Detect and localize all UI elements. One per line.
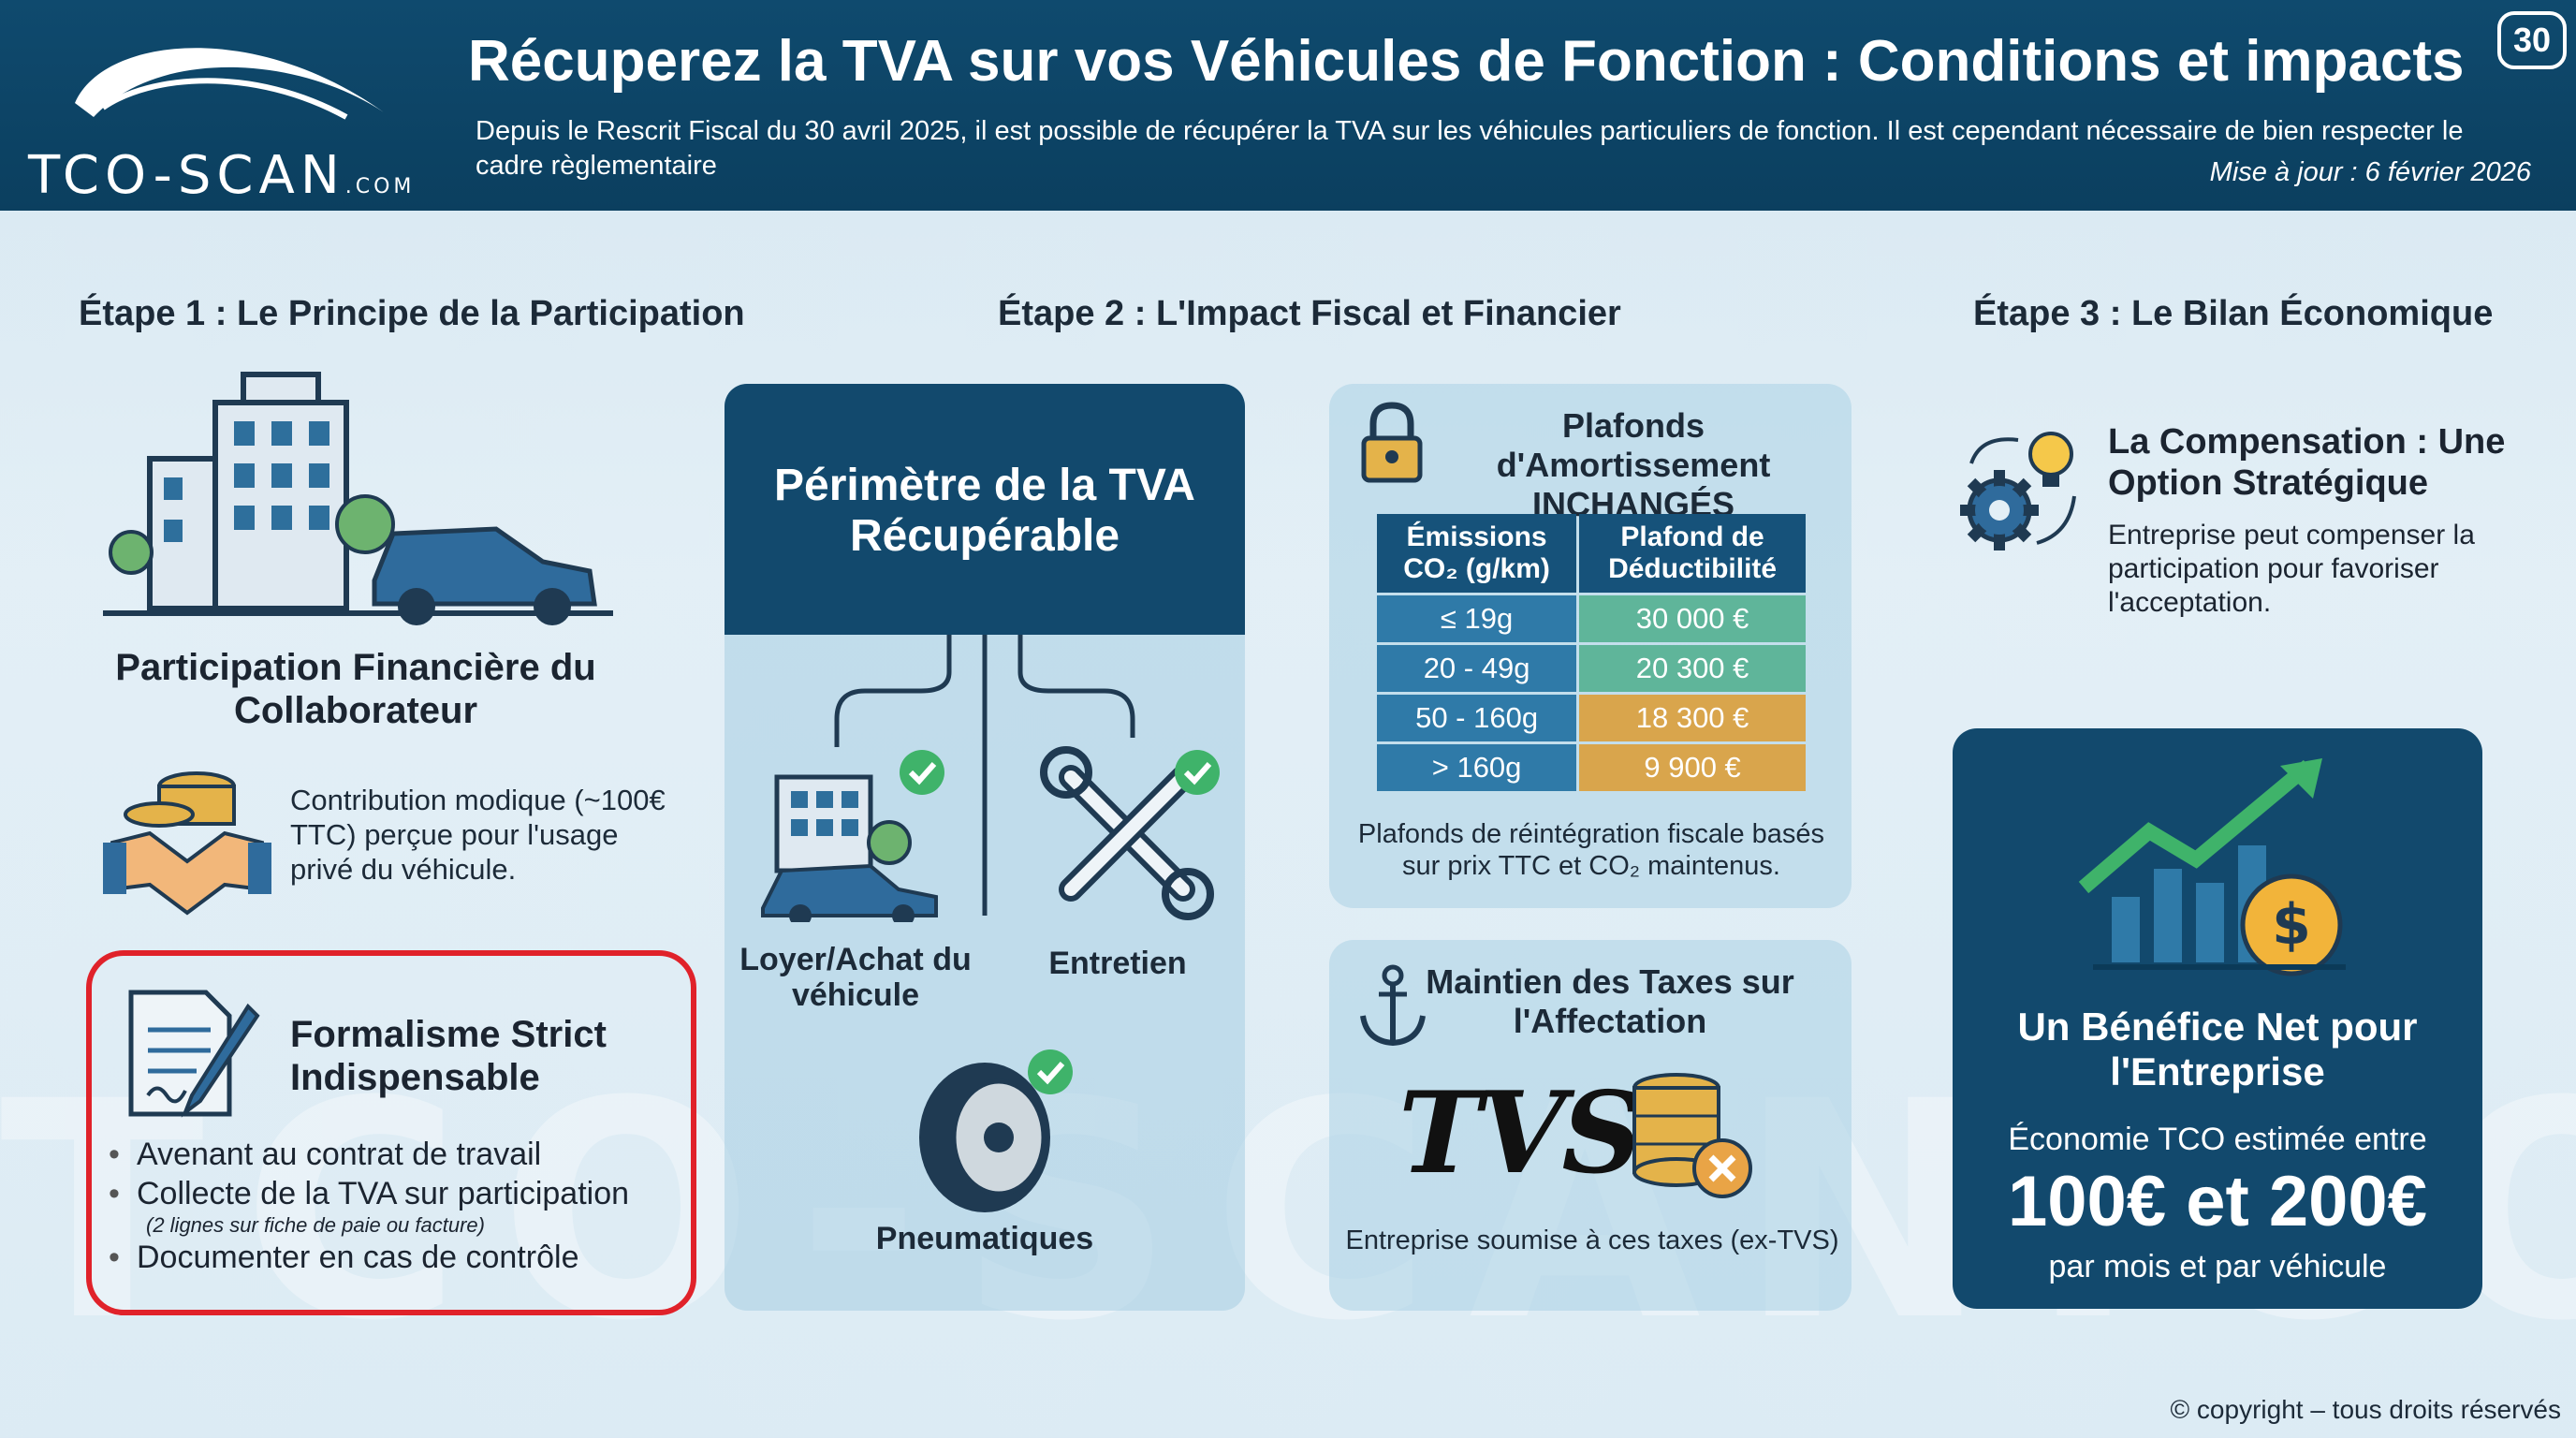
wrench-tools-icon (1040, 746, 1220, 920)
benefit-amount: 100€ et 200€ (2008, 1162, 2427, 1241)
taxes-panel (1329, 940, 1852, 1311)
tco-scan-logo: TCO-SCAN.COM (28, 19, 459, 206)
document-pen-icon (128, 990, 260, 1118)
page-subtitle: Depuis le Rescrit Fiscal du 30 avril 202… (476, 116, 2464, 181)
coins-stack-cross-icon (1632, 1073, 1752, 1198)
connector-lines (834, 635, 1135, 916)
table-header-emissions: Émissions CO₂ (g/km) (1377, 514, 1577, 593)
benefit-unit: par mois et par véhicule (2048, 1249, 2387, 1284)
formalism-title: Formalisme Strict Indispensable (290, 1014, 607, 1098)
handshake-coins-icon (103, 771, 271, 916)
amortization-title: Plafonds d'Amortissement INCHANGÉS (1496, 406, 1771, 523)
table-cell: 50 - 160g (1377, 695, 1577, 741)
table-cell: 18 300 € (1579, 695, 1806, 741)
page-number-badge: 30 (2497, 11, 2567, 69)
building-car-icon (761, 750, 944, 922)
participation-title: Participation Financière du Collaborateu… (115, 647, 596, 731)
table-cell: ≤ 19g (1377, 595, 1577, 642)
padlock-icon (1361, 402, 1423, 483)
check-icon (1175, 750, 1220, 795)
update-date: Mise à jour : 6 février 2026 (2209, 157, 2531, 187)
check-icon (900, 750, 944, 795)
benefit-estimate-label: Économie TCO estimée entre (2008, 1122, 2427, 1157)
list-item: Avenant au contrat de travail (103, 1135, 683, 1174)
perimeter-panel: Périmètre de la TVA Récupérable Loyer/Ac… (724, 384, 1245, 1311)
co2-ceiling-table: Émissions CO₂ (g/km) Plafond de Déductib… (1374, 511, 1808, 794)
check-icon (1028, 1049, 1073, 1094)
taxes-note: Entreprise soumise à ces taxes (ex-TVS) (1345, 1225, 1839, 1255)
tire-icon (919, 1049, 1073, 1212)
logo-swoosh-icon (75, 48, 384, 120)
table-cell: 20 - 49g (1377, 645, 1577, 692)
formalism-highlight-box (86, 950, 696, 1315)
table-row: ≤ 19g 30 000 € (1377, 595, 1806, 642)
gear-lightbulb-icon (1960, 432, 2076, 550)
perimeter-item-tires: Pneumatiques (875, 1221, 1094, 1256)
formalism-list: Avenant au contrat de travail Collecte d… (103, 1135, 683, 1277)
svg-text:$: $ (2272, 892, 2311, 958)
table-cell: 9 900 € (1579, 744, 1806, 791)
benefit-title: Un Bénéfice Net pour l'Entreprise (2017, 1005, 2418, 1093)
amortization-note: Plafonds de réintégration fiscale basés … (1357, 819, 1825, 881)
copyright-notice: © copyright – tous droits réservés (2170, 1395, 2561, 1424)
contribution-text: Contribution modique (~100€ TTC) perçue … (290, 784, 666, 886)
page-title: Récuperez la TVA sur vos Véhicules de Fo… (468, 29, 2465, 94)
step2-heading: Étape 2 : L'Impact Fiscal et Financier (998, 294, 1621, 333)
taxes-title: Maintien des Taxes sur l'Affectation (1426, 962, 1794, 1040)
anchor-icon (1360, 964, 1426, 1047)
compensation-text: Entreprise peut compenser la participati… (2108, 520, 2475, 618)
table-cell: 30 000 € (1579, 595, 1806, 642)
office-building-car-icon (103, 372, 613, 625)
logo-suffix: .COM (344, 175, 416, 198)
table-cell: 20 300 € (1579, 645, 1806, 692)
benefit-panel: $ Un Bénéfice Net pour l'Entreprise Écon… (1953, 728, 2482, 1309)
tvs-label: TVS (1398, 1067, 1643, 1199)
step3-heading: Étape 3 : Le Bilan Économique (1973, 294, 2494, 333)
growth-chart-dollar-icon: $ (2078, 758, 2346, 976)
table-row: 20 - 49g 20 300 € (1377, 645, 1806, 692)
compensation-title: La Compensation : Une Option Stratégique (2108, 422, 2506, 503)
logo-wordmark: TCO-SCAN (28, 145, 345, 206)
list-item-note: (2 lignes sur fiche de paie ou facture) (146, 1213, 485, 1237)
perimeter-item-maintenance: Entretien (1048, 946, 1187, 981)
table-row: > 160g 9 900 € (1377, 744, 1806, 791)
list-item: Documenter en cas de contrôle (103, 1238, 683, 1277)
table-cell: > 160g (1377, 744, 1577, 791)
step1-heading: Étape 1 : Le Principe de la Participatio… (79, 294, 745, 333)
table-header-ceiling: Plafond de Déductibilité (1579, 514, 1806, 593)
list-item: Collecte de la TVA sur participation (103, 1174, 683, 1213)
perimeter-title: Périmètre de la TVA Récupérable (724, 384, 1245, 635)
perimeter-item-lease: Loyer/Achat du véhicule (739, 942, 972, 1013)
header-banner: TCO-SCAN.COM Récuperez la TVA sur vos Vé… (0, 0, 2576, 211)
table-row: 50 - 160g 18 300 € (1377, 695, 1806, 741)
